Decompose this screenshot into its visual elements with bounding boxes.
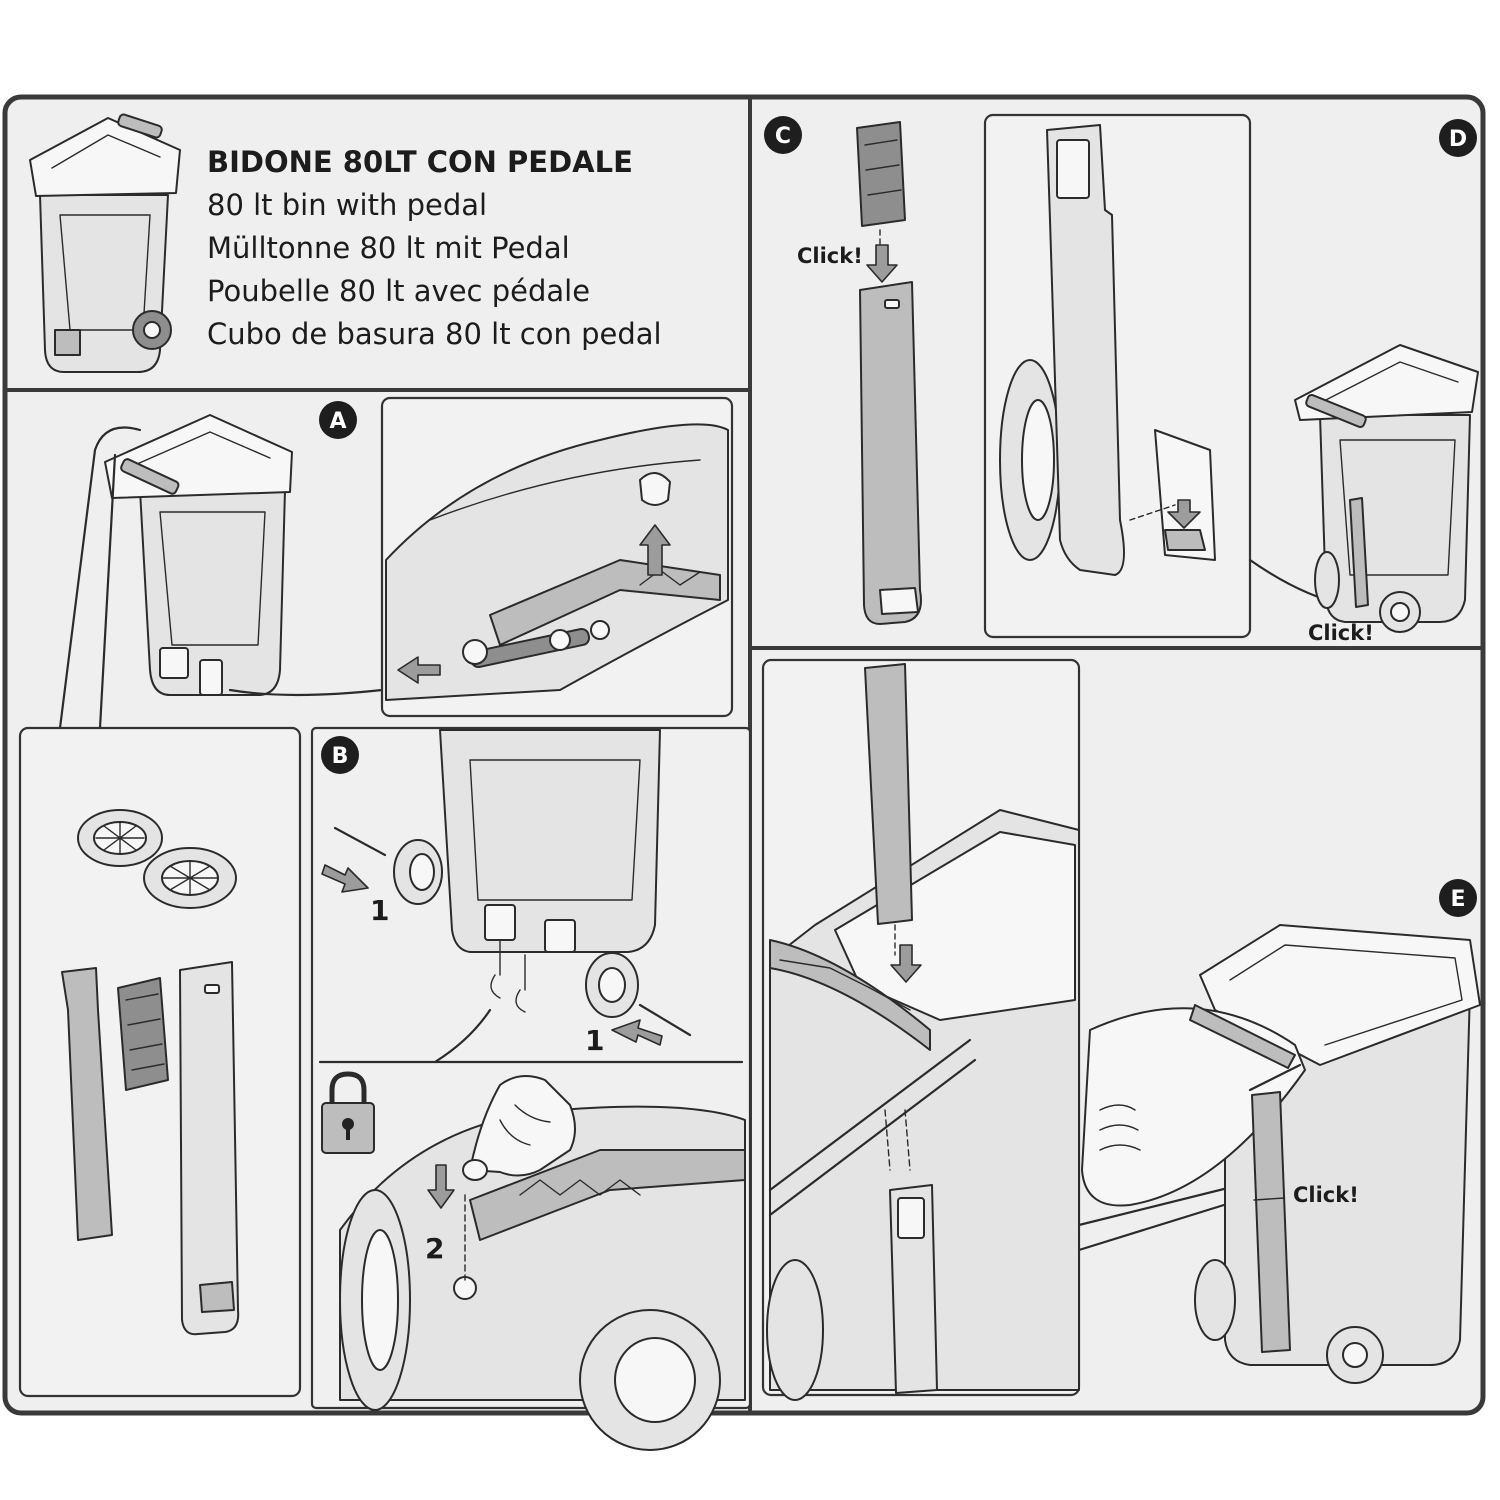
step-a-badge (319, 401, 357, 439)
handle-bar-long (859, 281, 922, 625)
product-thumbnail-bin (29, 113, 181, 373)
click-label-c: Click! (797, 244, 863, 268)
click-label-d: Click! (1308, 621, 1374, 645)
step-b-bin-bottom (439, 729, 661, 953)
title-french: Poubelle 80 lt avec pédale (207, 274, 590, 308)
step-b-number-1-right: 1 (585, 1024, 604, 1057)
arrow-right-icon (321, 864, 369, 893)
step-a-label: A (329, 409, 346, 434)
step-d-badge (1439, 119, 1477, 157)
step-b-detail-pedal: 2 (339, 1105, 746, 1451)
step-b-panel: B 1 1 (310, 726, 752, 1451)
step-d-panel: D Click! (983, 113, 1479, 645)
parts-list-panel (18, 726, 302, 1398)
step-e-detail-bin (766, 809, 1080, 1401)
handle-connector-part (856, 121, 906, 227)
step-e-bin (1081, 924, 1481, 1384)
handle-bar-short (61, 967, 113, 1241)
handle-connector-part (117, 977, 169, 1091)
outer-frame (2, 94, 1486, 1416)
click-label-e: Click! (1293, 1183, 1359, 1207)
step-e-badge (1439, 879, 1477, 917)
step-c-panel: C Click! (764, 116, 922, 625)
step-a-bin (104, 414, 293, 696)
parts-callout-line-inner (98, 453, 117, 730)
hand-icon (462, 1075, 576, 1181)
step-c-badge (764, 116, 802, 154)
step-b-badge (321, 736, 359, 774)
step-b-label: B (332, 744, 349, 769)
step-c-label: C (775, 124, 791, 149)
handle-bar-short (864, 663, 913, 925)
step-a-callout-line (228, 688, 384, 697)
step-b-right-wheel: 1 (585, 952, 692, 1057)
title-german: Mülltonne 80 lt mit Pedal (207, 231, 570, 265)
padlock-icon (321, 1071, 375, 1154)
wheel-icon (77, 809, 163, 867)
handle-bar-long (179, 961, 240, 1336)
arrow-up-icon (639, 524, 671, 576)
arrow-down-icon (890, 944, 922, 983)
step-e-label: E (1450, 887, 1465, 912)
arrow-down-icon (427, 1164, 455, 1209)
arrow-down-icon (866, 244, 898, 283)
title-spanish: Cubo de basura 80 lt con pedal (207, 317, 662, 351)
step-d-detail-handle (999, 124, 1216, 576)
title-italian: BIDONE 80LT CON PEDALE (207, 145, 633, 179)
wheel-icon-second (143, 847, 237, 909)
arrow-down-icon (1167, 499, 1201, 529)
retaining-clip-icon (490, 974, 526, 1013)
step-e-panel: E (761, 658, 1481, 1401)
arrow-left-icon (397, 656, 441, 684)
handle-bar-long (889, 1184, 938, 1394)
parts-callout-line (58, 426, 142, 730)
title-english: 80 lt bin with pedal (207, 188, 487, 222)
step-d-bin (1294, 344, 1479, 633)
step-e-callout-line (1077, 1183, 1242, 1227)
product-title-block: BIDONE 80LT CON PEDALE 80 lt bin with pe… (207, 145, 662, 351)
step-a-panel: A (58, 396, 734, 730)
step-b-left-wheel: 1 (321, 826, 443, 927)
arrow-left-icon (611, 1019, 663, 1046)
step-a-detail-pedal (385, 423, 729, 701)
step-b-number-2: 2 (425, 1232, 444, 1265)
step-b-number-1-left: 1 (370, 894, 389, 927)
step-b-callout-line (433, 1008, 492, 1064)
retaining-clip-icon (639, 472, 671, 506)
step-d-label: D (1449, 127, 1467, 152)
